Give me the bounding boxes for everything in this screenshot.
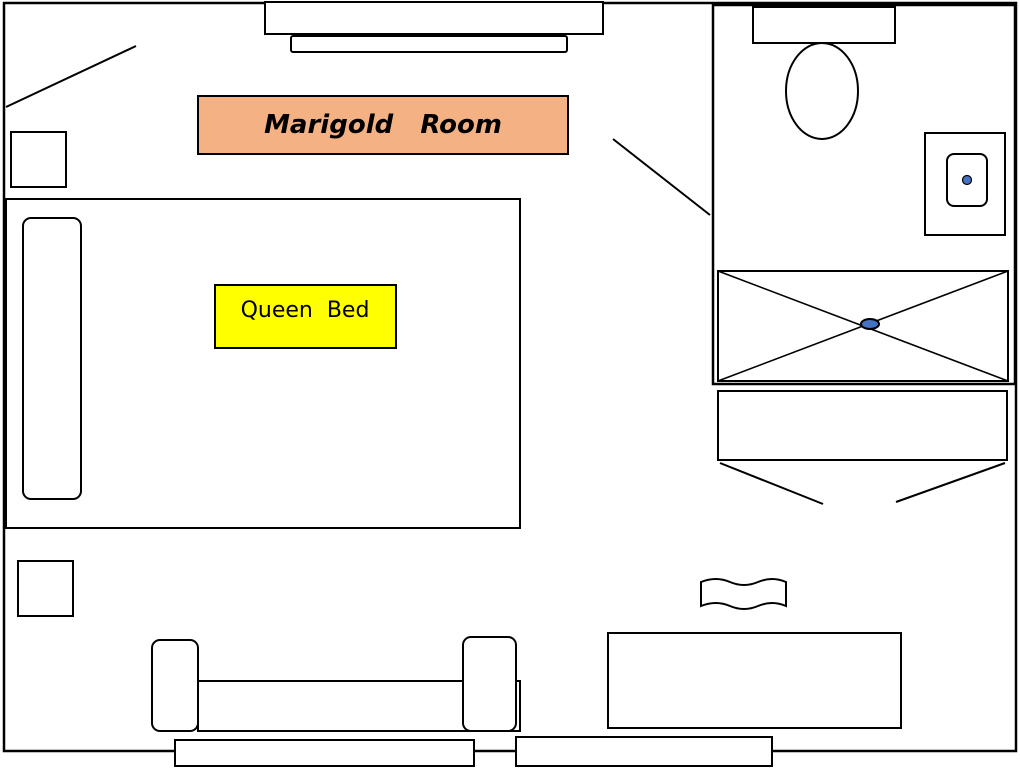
- bed-label-box: [214, 284, 397, 349]
- room-title-label: Marigold Room: [197, 95, 569, 155]
- couch-arm-left: [151, 639, 199, 732]
- couch-arm-right: [462, 636, 517, 732]
- closet-door-left: [719, 462, 824, 505]
- nightstand-top: [10, 131, 67, 188]
- bathroom: [612, 3, 1017, 386]
- toilet-bowl: [785, 42, 859, 140]
- couch: [151, 636, 521, 732]
- closet: [717, 390, 1008, 461]
- top-window-sill: [290, 35, 568, 53]
- bottom-window-left: [174, 739, 475, 767]
- room-title-text: Marigold Room: [264, 110, 502, 140]
- bottom-window-right: [515, 736, 773, 767]
- corner-door-swing: [5, 45, 137, 108]
- dresser: [607, 632, 902, 729]
- top-window: [264, 1, 604, 35]
- closet-door-right: [895, 462, 1006, 503]
- shower-drain: [860, 318, 880, 330]
- toilet-tank: [752, 6, 896, 44]
- bed-label: Queen Bed: [214, 284, 397, 349]
- room-title-box: [197, 95, 569, 155]
- bath-mat: [700, 578, 787, 610]
- sink-drain: [961, 174, 973, 186]
- nightstand-bottom: [17, 560, 74, 617]
- queen-bed: [5, 198, 521, 529]
- bathroom-door-swing: [612, 138, 711, 216]
- bed-label-text: Queen Bed: [241, 298, 370, 323]
- bed-pillow: [22, 217, 82, 500]
